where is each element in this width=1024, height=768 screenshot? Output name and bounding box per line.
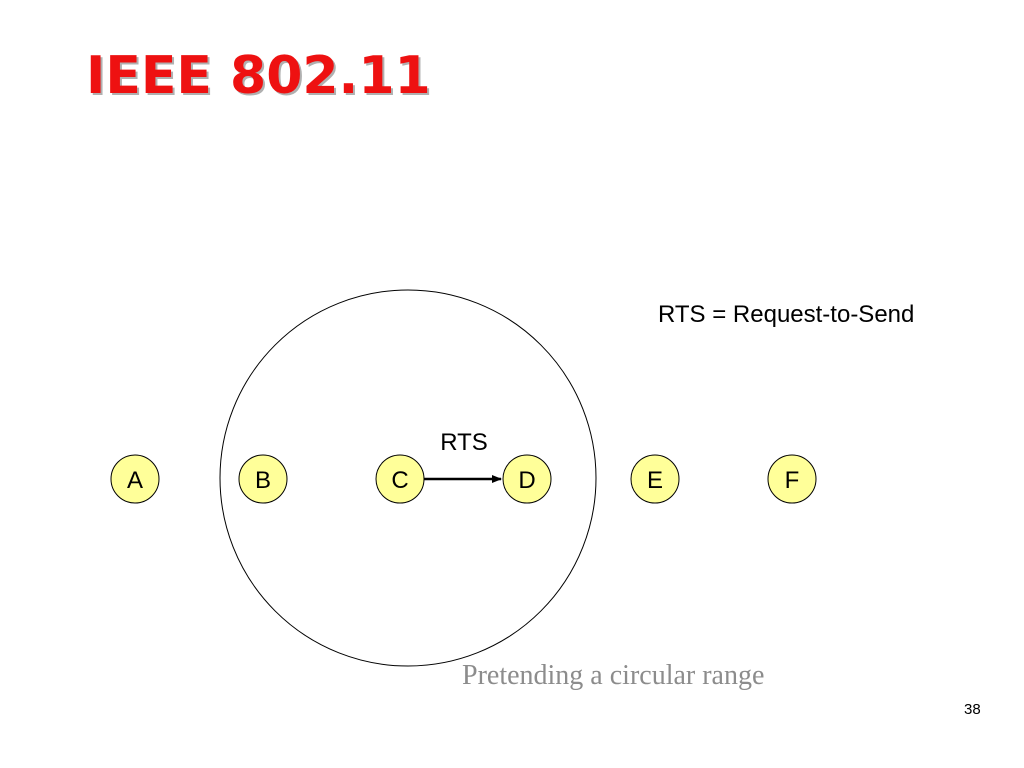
node-f-circle (767, 454, 817, 504)
node-e-label: E (647, 467, 663, 494)
rts-definition: RTS = Request-to-Send (658, 301, 915, 328)
node-b-label: B (255, 467, 271, 494)
range-circle (219, 289, 597, 667)
node-d-circle (502, 454, 552, 504)
node-f-label: F (785, 467, 800, 494)
node-a-label: A (127, 467, 143, 494)
rts-arrow-label: RTS (440, 429, 488, 456)
page-number: 38 (964, 701, 981, 718)
node-f: F (767, 454, 817, 504)
node-d-label: D (518, 467, 535, 494)
node-c-label: C (391, 467, 408, 494)
node-b: B (238, 454, 288, 504)
slide-title: IEEE 802.11 (86, 46, 431, 106)
range-caption: Pretending a circular range (462, 660, 765, 691)
node-b-circle (238, 454, 288, 504)
node-d: D (502, 454, 552, 504)
node-a: A (110, 454, 160, 504)
node-e-circle (630, 454, 680, 504)
node-e: E (630, 454, 680, 504)
node-c: C (375, 454, 425, 504)
node-a-circle (110, 454, 160, 504)
node-c-circle (375, 454, 425, 504)
